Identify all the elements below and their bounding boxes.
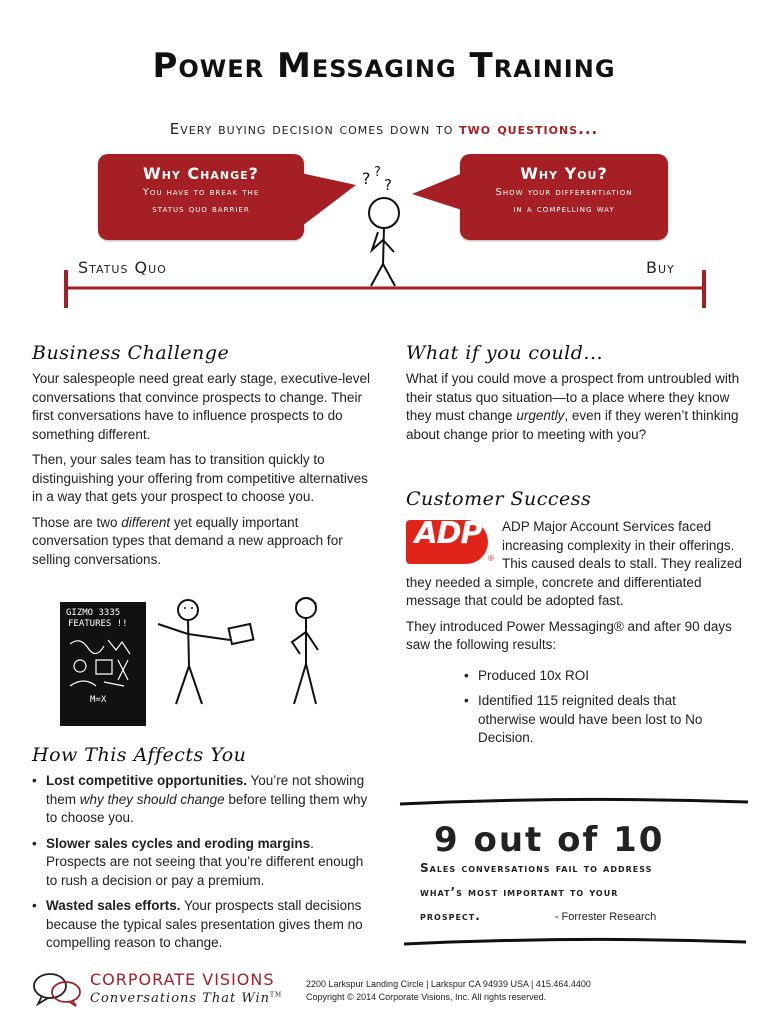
thinking-figure: [368, 197, 400, 287]
subtitle-accent: two questions...: [459, 120, 599, 138]
what-if-emphasis: urgently: [516, 408, 565, 423]
why-change-line-2: status quo barrier: [152, 204, 250, 215]
bullet-2-bold: Slower sales cycles and eroding margins: [46, 835, 311, 851]
why-you-title: Why You?: [520, 164, 608, 183]
footer-brand: CORPORATE VISIONS: [90, 970, 275, 989]
business-challenge-p2: Then, your sales team has to transition …: [32, 452, 368, 504]
list-item: Identified 115 reignited deals that othe…: [464, 692, 704, 748]
what-if-text-end: , even if they weren’t thinking about ch…: [406, 408, 739, 442]
board-line-1: GIZMO 3335: [66, 608, 121, 618]
why-you-line-2: in a compelling way: [513, 204, 615, 215]
quote-line-3: prospect. - Forrester Research: [420, 904, 750, 929]
customer-success-p1: ADP Major Account Services faced increas…: [406, 519, 742, 608]
what-if-heading: What if you could...: [406, 342, 604, 364]
p3-text: Those are two: [32, 514, 122, 530]
subtitle-text: Every buying decision comes down to: [169, 120, 460, 138]
right-column: What if you could... What if you could m…: [406, 342, 746, 451]
list-item: Lost competitive opportunities. You’re n…: [32, 772, 372, 828]
what-if-body: What if you could move a prospect from u…: [406, 370, 746, 444]
business-challenge-body: Your salespeople need great early stage,…: [32, 370, 372, 569]
why-change-title: Why Change?: [143, 164, 259, 183]
quote-line-3-text: prospect.: [420, 909, 481, 923]
bullet-1-bold: Lost competitive opportunities.: [46, 773, 248, 788]
decision-scale-illustration: ? ? ?: [64, 165, 706, 308]
bullet-1-emphasis: why they should change: [79, 791, 225, 807]
scale-label-buy: Buy: [646, 258, 675, 277]
quote-statistic: 9 out of 10: [434, 820, 665, 860]
how-affects-heading: How This Affects You: [32, 744, 247, 766]
customer-success-heading: Customer Success: [406, 488, 592, 510]
footer-address: 2200 Larkspur Landing Circle | Larkspur …: [306, 979, 591, 989]
how-affects-list: Lost competitive opportunities. You’re n…: [32, 772, 372, 953]
board-formula: M=X: [90, 695, 107, 705]
bullet-1-text: You’re not showing them: [46, 773, 365, 807]
quote-frame: [399, 797, 749, 946]
footer-trademark: TM: [270, 991, 283, 999]
bullet-1-text-end: before telling them why to choose you.: [46, 791, 368, 826]
business-challenge-heading: Business Challenge: [32, 342, 230, 364]
board-line-2: FEATURES !!: [68, 619, 128, 629]
svg-text:?: ?: [384, 176, 392, 194]
why-you-bubble: Why You? Show your differentiation in a …: [460, 154, 668, 240]
p3-emphasis: different: [121, 514, 171, 530]
what-if-text: What if you could move a prospect from u…: [406, 371, 740, 423]
speech-bubbles-logo-icon: [33, 973, 81, 1007]
bullet-3-text: Your prospects stall decisions because t…: [46, 898, 363, 950]
footer-copyright: Copyright © 2014 Corporate Visions, Inc.…: [306, 992, 547, 1002]
left-column: Business Challenge Your salespeople need…: [32, 342, 372, 576]
page-subtitle: Every buying decision comes down to two …: [0, 120, 768, 138]
footer-tagline-text: Conversations That Win: [90, 991, 271, 1006]
svg-text:?: ?: [374, 165, 381, 180]
presenter-figures: [157, 597, 319, 705]
list-item: Slower sales cycles and eroding margins.…: [32, 835, 372, 891]
list-item: Produced 10x ROI: [464, 667, 704, 686]
business-challenge-p1: Your salespeople need great early stage,…: [32, 371, 370, 442]
bullet-2-text: . Prospects are not seeing that you’re d…: [46, 835, 364, 888]
business-challenge-p3: Those are two different yet equally impo…: [32, 514, 372, 570]
why-change-line-1: You have to break the: [142, 187, 260, 198]
adp-logo-reg: ®: [488, 554, 494, 563]
customer-success-body: ADP ® ADP Major Account Services faced i…: [406, 518, 746, 748]
left-bubble-tail: [296, 172, 356, 226]
list-item: Wasted sales efforts. Your prospects sta…: [32, 897, 372, 953]
quote-source: - Forrester Research: [554, 911, 657, 923]
page-title: Power Messaging Training: [152, 46, 616, 86]
customer-success-section: Customer Success ADP ® ADP Major Account…: [406, 488, 746, 755]
adp-logo: ADP ®: [406, 516, 494, 566]
footer-tagline: Conversations That WinTM: [90, 991, 282, 1006]
quote-text: Sales conversations fail to address what…: [420, 856, 750, 929]
quote-line-2: what’s most important to your: [420, 885, 619, 899]
why-change-bubble: Why Change? You have to break the status…: [98, 154, 304, 240]
how-affects-section: How This Affects You Lost competitive op…: [32, 744, 372, 960]
adp-logo-text: ADP: [414, 516, 482, 551]
scale-label-status-quo: Status Quo: [78, 258, 167, 277]
p3-text-end: yet equally important conversation types…: [32, 514, 343, 567]
why-you-line-1: Show your differentiation: [495, 187, 633, 198]
question-marks: ?: [362, 169, 371, 188]
right-bubble-tail: [412, 170, 470, 212]
quote-line-1: Sales conversations fail to address: [420, 861, 653, 875]
customer-success-p2: They introduced Power Messaging® and aft…: [406, 618, 732, 653]
results-list: Produced 10x ROI Identified 115 reignite…: [464, 667, 704, 748]
what-if-paragraph: What if you could move a prospect from u…: [406, 370, 746, 444]
bullet-3-bold: Wasted sales efforts.: [46, 898, 181, 913]
board-scribbles: M=X: [69, 639, 131, 705]
features-board: GIZMO 3335 FEATURES !! M=X: [60, 602, 146, 726]
